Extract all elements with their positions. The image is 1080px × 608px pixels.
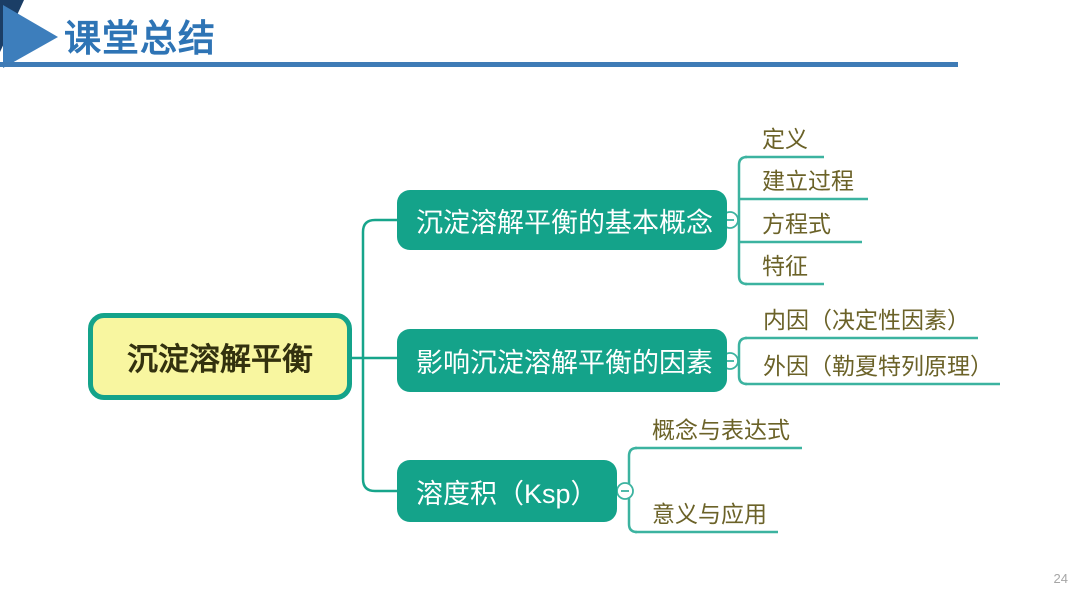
branch-node-label: 溶度积（Ksp） bbox=[416, 478, 598, 509]
root-node-label: 沉淀溶解平衡 bbox=[127, 342, 313, 377]
branch-node-label: 影响沉淀溶解平衡的因素 bbox=[416, 348, 713, 378]
collapse-icon[interactable] bbox=[616, 482, 634, 500]
leaf-node[interactable]: 定义 bbox=[762, 126, 808, 152]
mindmap-branch-basic-concepts[interactable]: 沉淀溶解平衡的基本概念 bbox=[397, 190, 727, 250]
leaf-node[interactable]: 内因（决定性因素） bbox=[763, 307, 970, 333]
page-title: 课堂总结 bbox=[64, 18, 216, 59]
branch-1-leaf-lines bbox=[737, 155, 868, 286]
leaf-node[interactable]: 建立过程 bbox=[762, 168, 854, 194]
mindmap-branch-ksp[interactable]: 溶度积（Ksp） bbox=[397, 460, 617, 522]
header-arrow-icon bbox=[3, 5, 58, 68]
header-rule-line bbox=[0, 62, 958, 67]
mindmap-root-node[interactable]: 沉淀溶解平衡 bbox=[88, 313, 352, 400]
header-decoration bbox=[0, 0, 958, 68]
leaf-node[interactable]: 方程式 bbox=[762, 211, 831, 237]
leaf-node[interactable]: 特征 bbox=[762, 253, 808, 279]
branch-node-label: 沉淀溶解平衡的基本概念 bbox=[416, 207, 713, 238]
page-number: 24 bbox=[1053, 571, 1068, 586]
leaf-node[interactable]: 外因（勒夏特列原理） bbox=[763, 353, 993, 379]
branch-2-leaf-lines bbox=[737, 336, 1000, 386]
leaf-node[interactable]: 概念与表达式 bbox=[652, 417, 790, 443]
root-branch-connectors bbox=[352, 218, 397, 493]
leaf-node[interactable]: 意义与应用 bbox=[652, 501, 767, 527]
mindmap-branch-influencing-factors[interactable]: 影响沉淀溶解平衡的因素 bbox=[397, 329, 727, 392]
